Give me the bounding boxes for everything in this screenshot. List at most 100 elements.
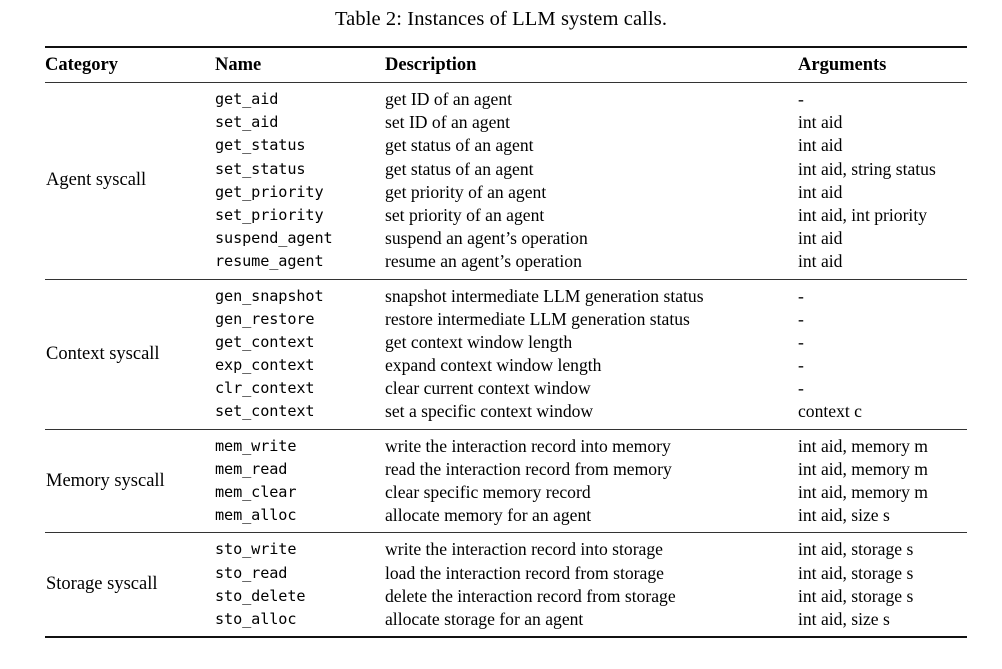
syscall-name: exp_context <box>215 356 315 375</box>
column-description-cells: snapshot intermediate LLM generation sta… <box>385 280 798 430</box>
spacer <box>798 631 967 636</box>
syscall-name: get_status <box>215 136 306 155</box>
column-header-arguments: Arguments <box>798 46 967 83</box>
column-header-category: Category <box>45 46 215 83</box>
syscall-name: sto_alloc <box>215 609 297 628</box>
syscall-arguments: - <box>798 308 804 329</box>
syscall-name: mem_write <box>215 436 297 455</box>
syscall-name: mem_read <box>215 459 288 478</box>
column-arguments-cells: -----context c <box>798 280 967 430</box>
spacer <box>215 631 385 636</box>
category-label: Context syscall <box>46 343 160 364</box>
syscall-arguments: int aid <box>798 251 843 272</box>
syscall-arguments: int aid, string status <box>798 158 936 179</box>
rule <box>45 532 967 534</box>
syscall-arguments: - <box>798 331 804 352</box>
rule <box>45 82 967 83</box>
column-description-cells: write the interaction record into memory… <box>385 430 798 533</box>
syscall-arguments: context c <box>798 401 862 422</box>
syscall-description: get status of an agent <box>385 135 534 156</box>
syscall-name: get_context <box>215 332 315 351</box>
spacer <box>385 527 798 532</box>
spacer <box>798 424 967 429</box>
syscall-description: suspend an agent’s operation <box>385 228 588 249</box>
syscall-description: restore intermediate LLM generation stat… <box>385 308 690 329</box>
spacer <box>385 424 798 429</box>
syscall-description: read the interaction record from memory <box>385 458 672 479</box>
syscall-arguments: int aid <box>798 228 843 249</box>
syscall-arguments: int aid <box>798 181 843 202</box>
syscall-name: suspend_agent <box>215 229 333 248</box>
syscall-description: allocate storage for an agent <box>385 608 584 629</box>
syscall-description: expand context window length <box>385 355 602 376</box>
syscall-arguments: int aid <box>798 112 843 133</box>
syscall-name: clr_context <box>215 379 315 398</box>
table-header: Category Name Description Arguments <box>45 46 967 83</box>
table-section: Memory syscall mem_write mem_read mem_clear… <box>45 430 967 533</box>
category-label: Memory syscall <box>46 470 165 491</box>
syscall-name: mem_clear <box>215 483 297 501</box>
syscall-description: resume an agent’s operation <box>385 251 582 272</box>
syscall-arguments: int aid, size s <box>798 608 890 629</box>
syscall-name: mem_alloc <box>215 506 297 525</box>
syscall-description: get ID of an agent <box>385 89 513 109</box>
syscall-name: resume_agent <box>215 252 324 271</box>
syscall-arguments: int aid, storage s <box>798 585 914 606</box>
syscall-name: sto_delete <box>215 586 306 605</box>
spacer <box>385 631 798 636</box>
syscall-description: write the interaction record into storag… <box>385 539 663 560</box>
syscall-description: set ID of an agent <box>385 112 511 133</box>
column-name-cells: mem_write mem_read mem_clear mem_alloc <box>215 430 385 533</box>
syscall-arguments: int aid, memory m <box>798 458 928 479</box>
header-rule <box>45 82 967 83</box>
syscall-name: set_status <box>215 159 306 178</box>
rule <box>45 636 967 640</box>
section-rule <box>45 428 967 430</box>
syscall-description: snapshot intermediate LLM generation sta… <box>385 285 704 306</box>
syscall-name: gen_restore <box>215 309 315 328</box>
bottom-rule <box>45 636 967 640</box>
column-header-description: Description <box>385 46 798 83</box>
syscall-name: sto_read <box>215 563 288 582</box>
syscall-description: set priority of an agent <box>385 204 545 225</box>
syscall-arguments: - <box>798 285 804 306</box>
column-header-name: Name <box>215 46 385 83</box>
syscall-description: allocate memory for an agent <box>385 505 592 526</box>
syscall-description: delete the interaction record from stora… <box>385 585 676 606</box>
spacer <box>215 527 385 532</box>
syscall-arguments: int aid, storage s <box>798 539 914 560</box>
syscall-arguments: - <box>798 355 804 376</box>
syscall-arguments: int aid <box>798 135 843 156</box>
spacer <box>385 274 798 279</box>
syscall-arguments: int aid, int priority <box>798 204 928 225</box>
syscall-name: set_context <box>215 402 315 421</box>
syscall-description: get priority of an agent <box>385 181 547 202</box>
syscall-name: gen_snapshot <box>215 286 324 305</box>
syscall-arguments: - <box>798 378 804 399</box>
rule <box>45 278 967 280</box>
spacer <box>215 274 385 279</box>
spacer <box>798 274 967 279</box>
section-rule <box>45 532 967 534</box>
syscall-arguments: int aid, size s <box>798 505 890 526</box>
syscall-description: get context window length <box>385 331 573 352</box>
syscall-name: set_priority <box>215 205 324 224</box>
category-label: Storage syscall <box>46 574 158 595</box>
table-container: Category Name Description Arguments Agen… <box>45 46 967 640</box>
syscall-description: get status of an agent <box>385 158 534 179</box>
spacer <box>798 527 967 532</box>
syscall-description: write the interaction record into memory <box>385 435 671 456</box>
section-rule <box>45 278 967 280</box>
syscall-arguments: int aid, memory m <box>798 482 928 502</box>
syscall-name: get_priority <box>215 182 324 201</box>
llm-syscalls-table: Category Name Description Arguments Agen… <box>45 46 967 640</box>
